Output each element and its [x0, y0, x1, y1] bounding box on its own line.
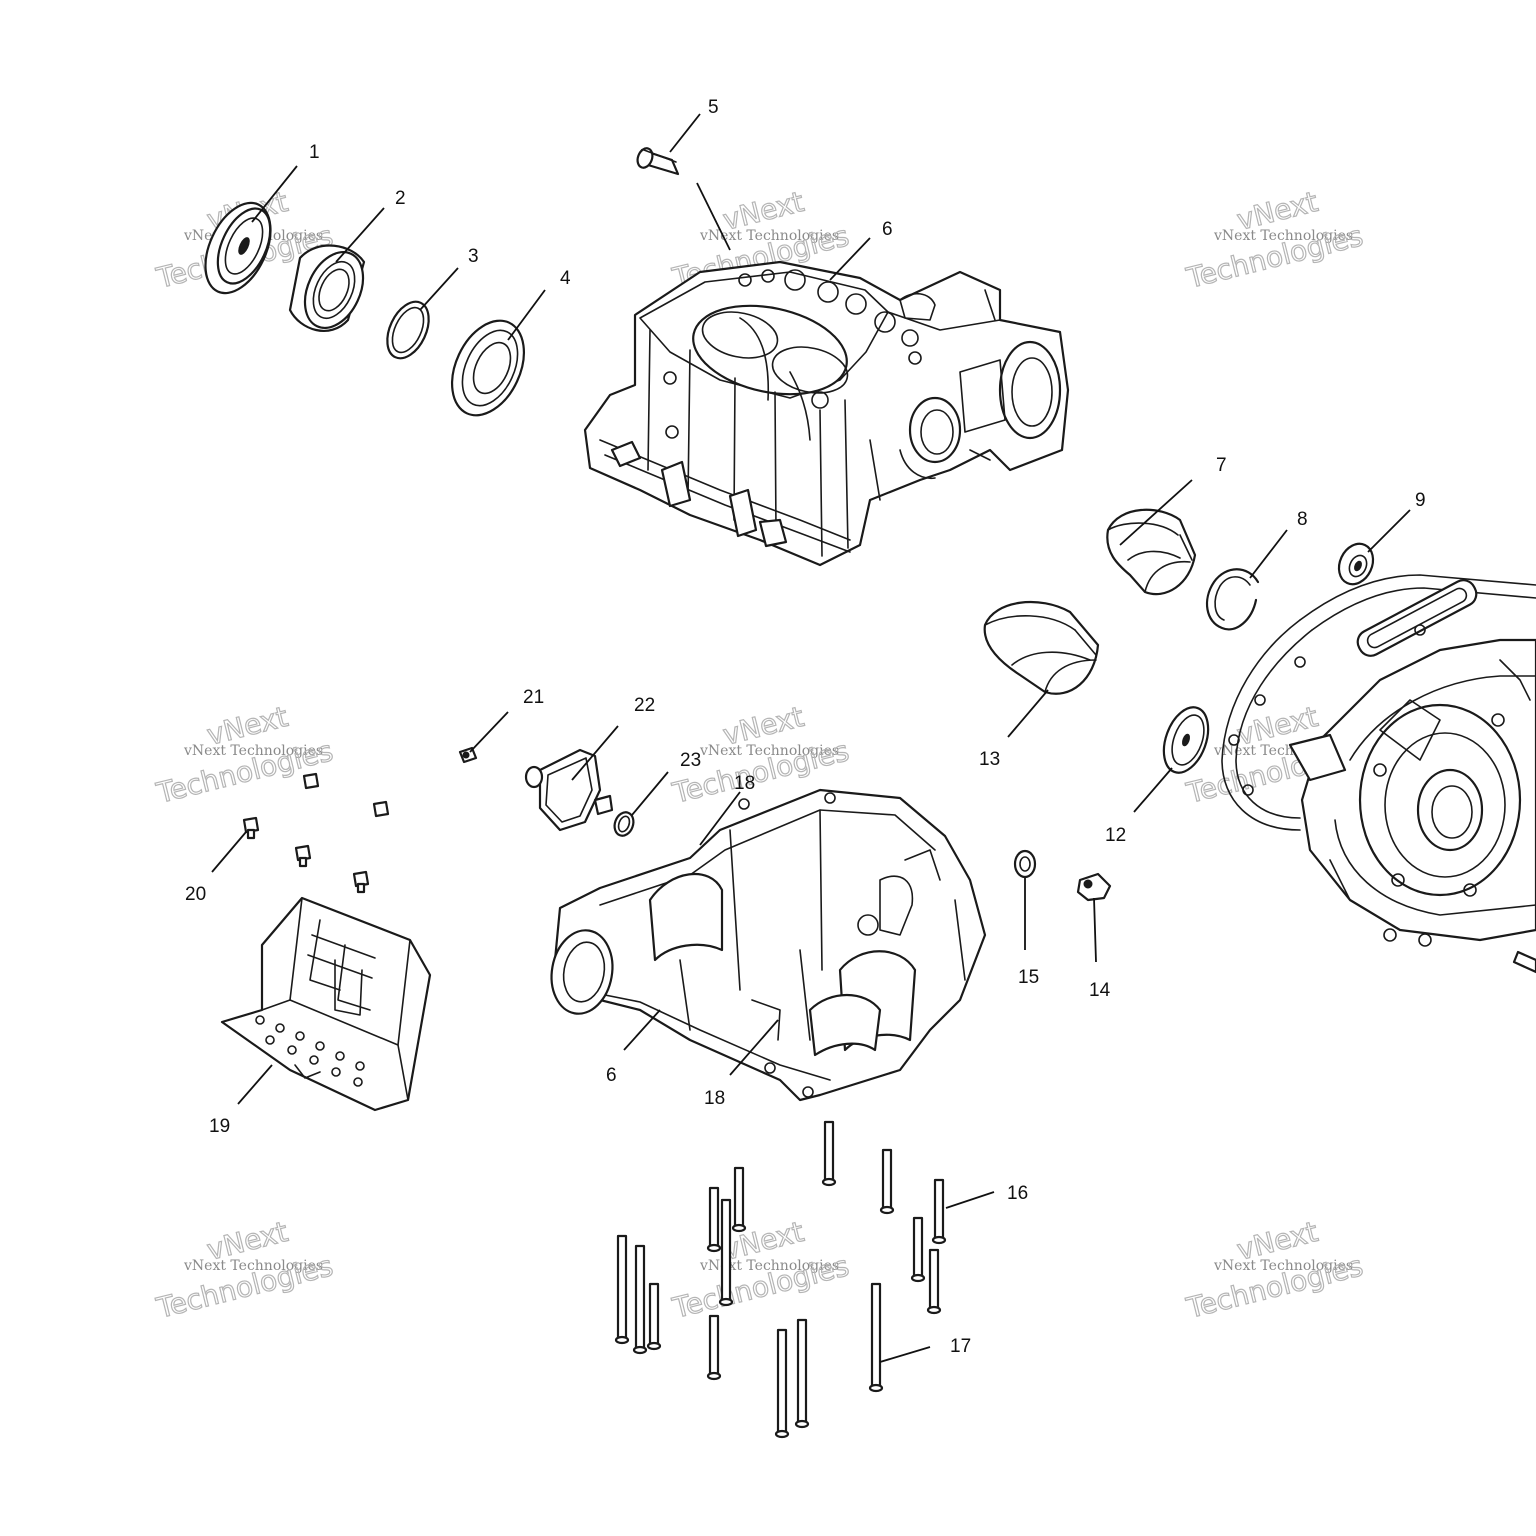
callout-9: 9 [1415, 490, 1426, 511]
part-20-screws [242, 772, 390, 894]
callout-6-upper: 6 [882, 219, 893, 240]
part-6-upper-crankcase [583, 260, 1070, 567]
callout-3: 3 [468, 246, 479, 267]
stud [821, 1120, 837, 1187]
callout-22: 22 [634, 695, 655, 716]
part-14-sensor [1076, 872, 1112, 902]
part-3-o-ring [386, 300, 430, 360]
stud [910, 1216, 926, 1283]
callout-labels: 1 2 3 4 5 6 7 8 9 13 12 15 14 16 17 18 1… [185, 97, 1426, 1357]
watermark-small: vNext Technologies [183, 1258, 323, 1274]
callout-16: 16 [1007, 1183, 1028, 1204]
callout-17: 17 [950, 1336, 971, 1357]
watermark-small: vNext Technologies [183, 743, 323, 759]
part-7-bearing-shell [1106, 508, 1197, 596]
stud [706, 1314, 722, 1381]
stud [931, 1178, 947, 1245]
watermark-small: vNext Technologies [699, 228, 839, 244]
part-4-bearing [451, 319, 525, 417]
watermark-bottom-right: vNext vNext Technologies Technologies [1182, 1214, 1367, 1325]
gasket-and-side-cover [1221, 574, 1536, 947]
stud [868, 1282, 884, 1393]
stud [731, 1166, 747, 1233]
callout-6-lower: 6 [606, 1065, 617, 1086]
part-5-dowel-pin [636, 147, 680, 176]
watermark-small: vNext Technologies [1213, 1258, 1353, 1274]
callout-8: 8 [1297, 509, 1308, 530]
stud [614, 1234, 630, 1345]
part-13-bearing-shell [983, 600, 1100, 695]
dowel-right-edge [1512, 950, 1536, 974]
watermark-bottom-center: vNext vNext Technologies Technologies [668, 1214, 853, 1325]
callout-19: 19 [209, 1116, 230, 1137]
stud [794, 1318, 810, 1429]
stud [718, 1198, 734, 1307]
part-6-lower-crankcase [550, 788, 987, 1102]
part-16-17-studs [614, 1120, 947, 1439]
stud [632, 1244, 648, 1355]
part-12-oil-seal [1162, 706, 1210, 774]
watermark-top-right: vNext vNext Technologies Technologies [1182, 184, 1367, 295]
callout-2: 2 [395, 188, 406, 209]
callout-5: 5 [708, 97, 719, 118]
callout-21: 21 [523, 687, 544, 708]
callout-13: 13 [979, 749, 1000, 770]
callout-23: 23 [680, 750, 701, 771]
stud [774, 1328, 790, 1439]
stud [879, 1148, 895, 1215]
watermark-bottom-left: vNext vNext Technologies Technologies [152, 1214, 337, 1325]
part-22-breather [524, 748, 614, 832]
callout-12: 12 [1105, 825, 1126, 846]
part-19-reed-cage [220, 896, 432, 1112]
callout-7: 7 [1216, 455, 1227, 476]
leader-lines [211, 113, 1411, 1363]
part-2-bearing [288, 244, 366, 332]
part-8-snap-ring [1205, 568, 1260, 631]
watermark-small: vNext Technologies [1213, 228, 1353, 244]
stud [646, 1282, 662, 1351]
part-23-o-ring [613, 811, 635, 837]
callout-20: 20 [185, 884, 206, 905]
watermark-small: vNext Technologies [699, 743, 839, 759]
callout-4: 4 [560, 268, 571, 289]
watermark-small: vNext Technologies [699, 1258, 839, 1274]
watermark-mid-left: vNext vNext Technologies Technologies [152, 699, 337, 810]
part-21-bolt [458, 746, 478, 764]
part-15-washer [1013, 849, 1037, 879]
callout-18-bottom: 18 [704, 1088, 725, 1109]
callout-15: 15 [1018, 967, 1039, 988]
part-9-washer [1337, 542, 1375, 586]
stud [706, 1186, 722, 1253]
callout-1: 1 [309, 142, 320, 163]
callout-18-top: 18 [734, 773, 755, 794]
callout-14: 14 [1089, 980, 1111, 1001]
stud [926, 1248, 942, 1315]
